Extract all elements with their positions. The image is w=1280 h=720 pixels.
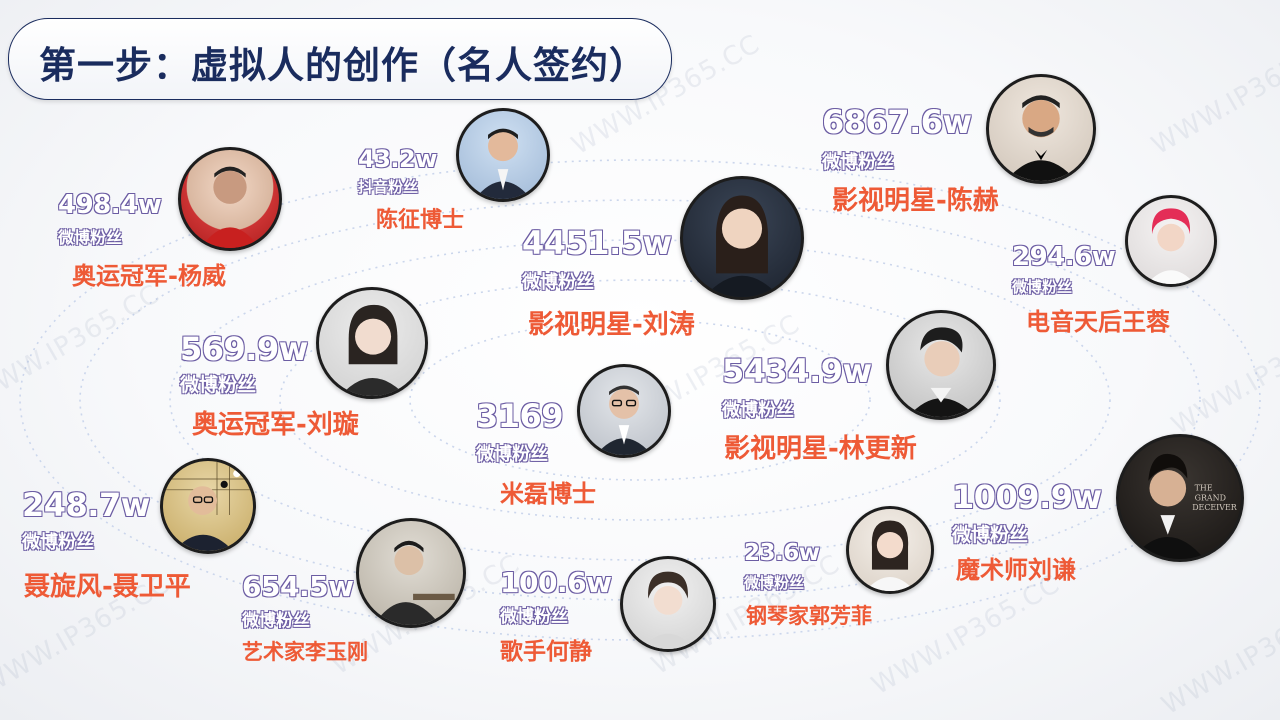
celebrity-name: 影视明星-林更新 xyxy=(724,434,917,464)
platform-label: 微博粉丝 xyxy=(822,152,894,173)
svg-text:GRAND: GRAND xyxy=(1195,493,1226,502)
avatar xyxy=(986,74,1096,184)
person-icon xyxy=(163,461,253,551)
fans-count: 294.6w xyxy=(1012,242,1116,272)
fans-count: 100.6w xyxy=(500,566,612,599)
avatar xyxy=(680,176,804,300)
orbit-ring-4 xyxy=(279,279,1001,521)
platform-label: 微博粉丝 xyxy=(744,574,805,592)
celebrity-name: 影视明星-陈赫 xyxy=(832,186,999,216)
fans-count: 5434.9w xyxy=(722,352,872,390)
fans-count: 1009.9w xyxy=(952,478,1102,516)
platform-label: 微博粉丝 xyxy=(952,524,1029,546)
person-icon xyxy=(1146,208,1196,284)
celebrity-name: 奥运冠军-杨威 xyxy=(72,262,226,290)
avatar xyxy=(178,147,282,251)
celebrity-name: 电音天后王蓉 xyxy=(1026,308,1170,336)
platform-label: 微博粉丝 xyxy=(180,374,257,396)
fans-count: 23.6w xyxy=(744,540,820,566)
platform-label: 微博粉丝 xyxy=(500,607,568,627)
avatar xyxy=(886,310,996,420)
fans-count: 498.4w xyxy=(58,190,162,220)
orbit-ring-inner xyxy=(409,319,871,481)
celebrity-name: 米磊博士 xyxy=(500,480,596,508)
avatar xyxy=(456,108,550,202)
person-icon xyxy=(1005,95,1077,181)
platform-label: 微博粉丝 xyxy=(476,444,548,465)
svg-text:THE: THE xyxy=(1195,484,1213,493)
person-icon xyxy=(200,166,260,248)
avatar xyxy=(160,458,256,554)
fans-count: 4451.5w xyxy=(522,224,672,262)
platform-label: 微博粉丝 xyxy=(22,532,94,553)
person-icon xyxy=(373,540,455,625)
celebrity-name: 影视明星-刘涛 xyxy=(528,310,695,340)
celebrity-name: 歌手何静 xyxy=(500,639,592,665)
title-banner: 第一步：虚拟人的创作（名人签约） xyxy=(8,18,672,100)
celebrity-name: 聂旋风-聂卫平 xyxy=(24,572,191,602)
avatar xyxy=(316,287,428,399)
fans-count: 43.2w xyxy=(358,145,437,173)
avatar xyxy=(356,518,466,628)
person-icon xyxy=(340,304,406,396)
celebrity-name: 钢琴家郭芳菲 xyxy=(746,604,872,628)
page-title: 第一步：虚拟人的创作（名人签约） xyxy=(39,44,647,87)
person-icon xyxy=(865,520,915,591)
person-icon xyxy=(907,327,977,417)
svg-text:DECEIVER: DECEIVER xyxy=(1192,503,1238,512)
platform-label: 微博粉丝 xyxy=(722,400,794,421)
person-icon xyxy=(474,128,532,199)
avatar xyxy=(577,364,671,458)
orbit-ring-3 xyxy=(169,239,1111,561)
celebrity-name: 奥运冠军-刘璇 xyxy=(192,410,359,440)
fans-count: 654.5w xyxy=(242,570,354,603)
celebrity-name: 陈征博士 xyxy=(376,208,465,233)
celebrity-name: 魔术师刘谦 xyxy=(956,556,1076,584)
fans-count: 569.9w xyxy=(180,330,308,368)
platform-label: 微博粉丝 xyxy=(522,272,594,293)
fans-count: 6867.6w xyxy=(822,103,972,141)
avatar xyxy=(1125,195,1217,287)
avatar xyxy=(620,556,716,652)
platform-label: 微博粉丝 xyxy=(58,228,123,247)
platform-label: 微博粉丝 xyxy=(242,611,310,631)
fans-count: 248.7w xyxy=(22,486,150,524)
avatar xyxy=(846,506,934,594)
person-icon xyxy=(595,385,653,455)
person-icon xyxy=(704,195,780,297)
person-icon xyxy=(641,571,695,649)
platform-label: 抖音粉丝 xyxy=(358,178,419,196)
fans-count: 3169 xyxy=(476,397,564,435)
platform-label: 微博粉丝 xyxy=(1012,278,1073,296)
celebrity-name: 艺术家李玉刚 xyxy=(242,640,368,664)
